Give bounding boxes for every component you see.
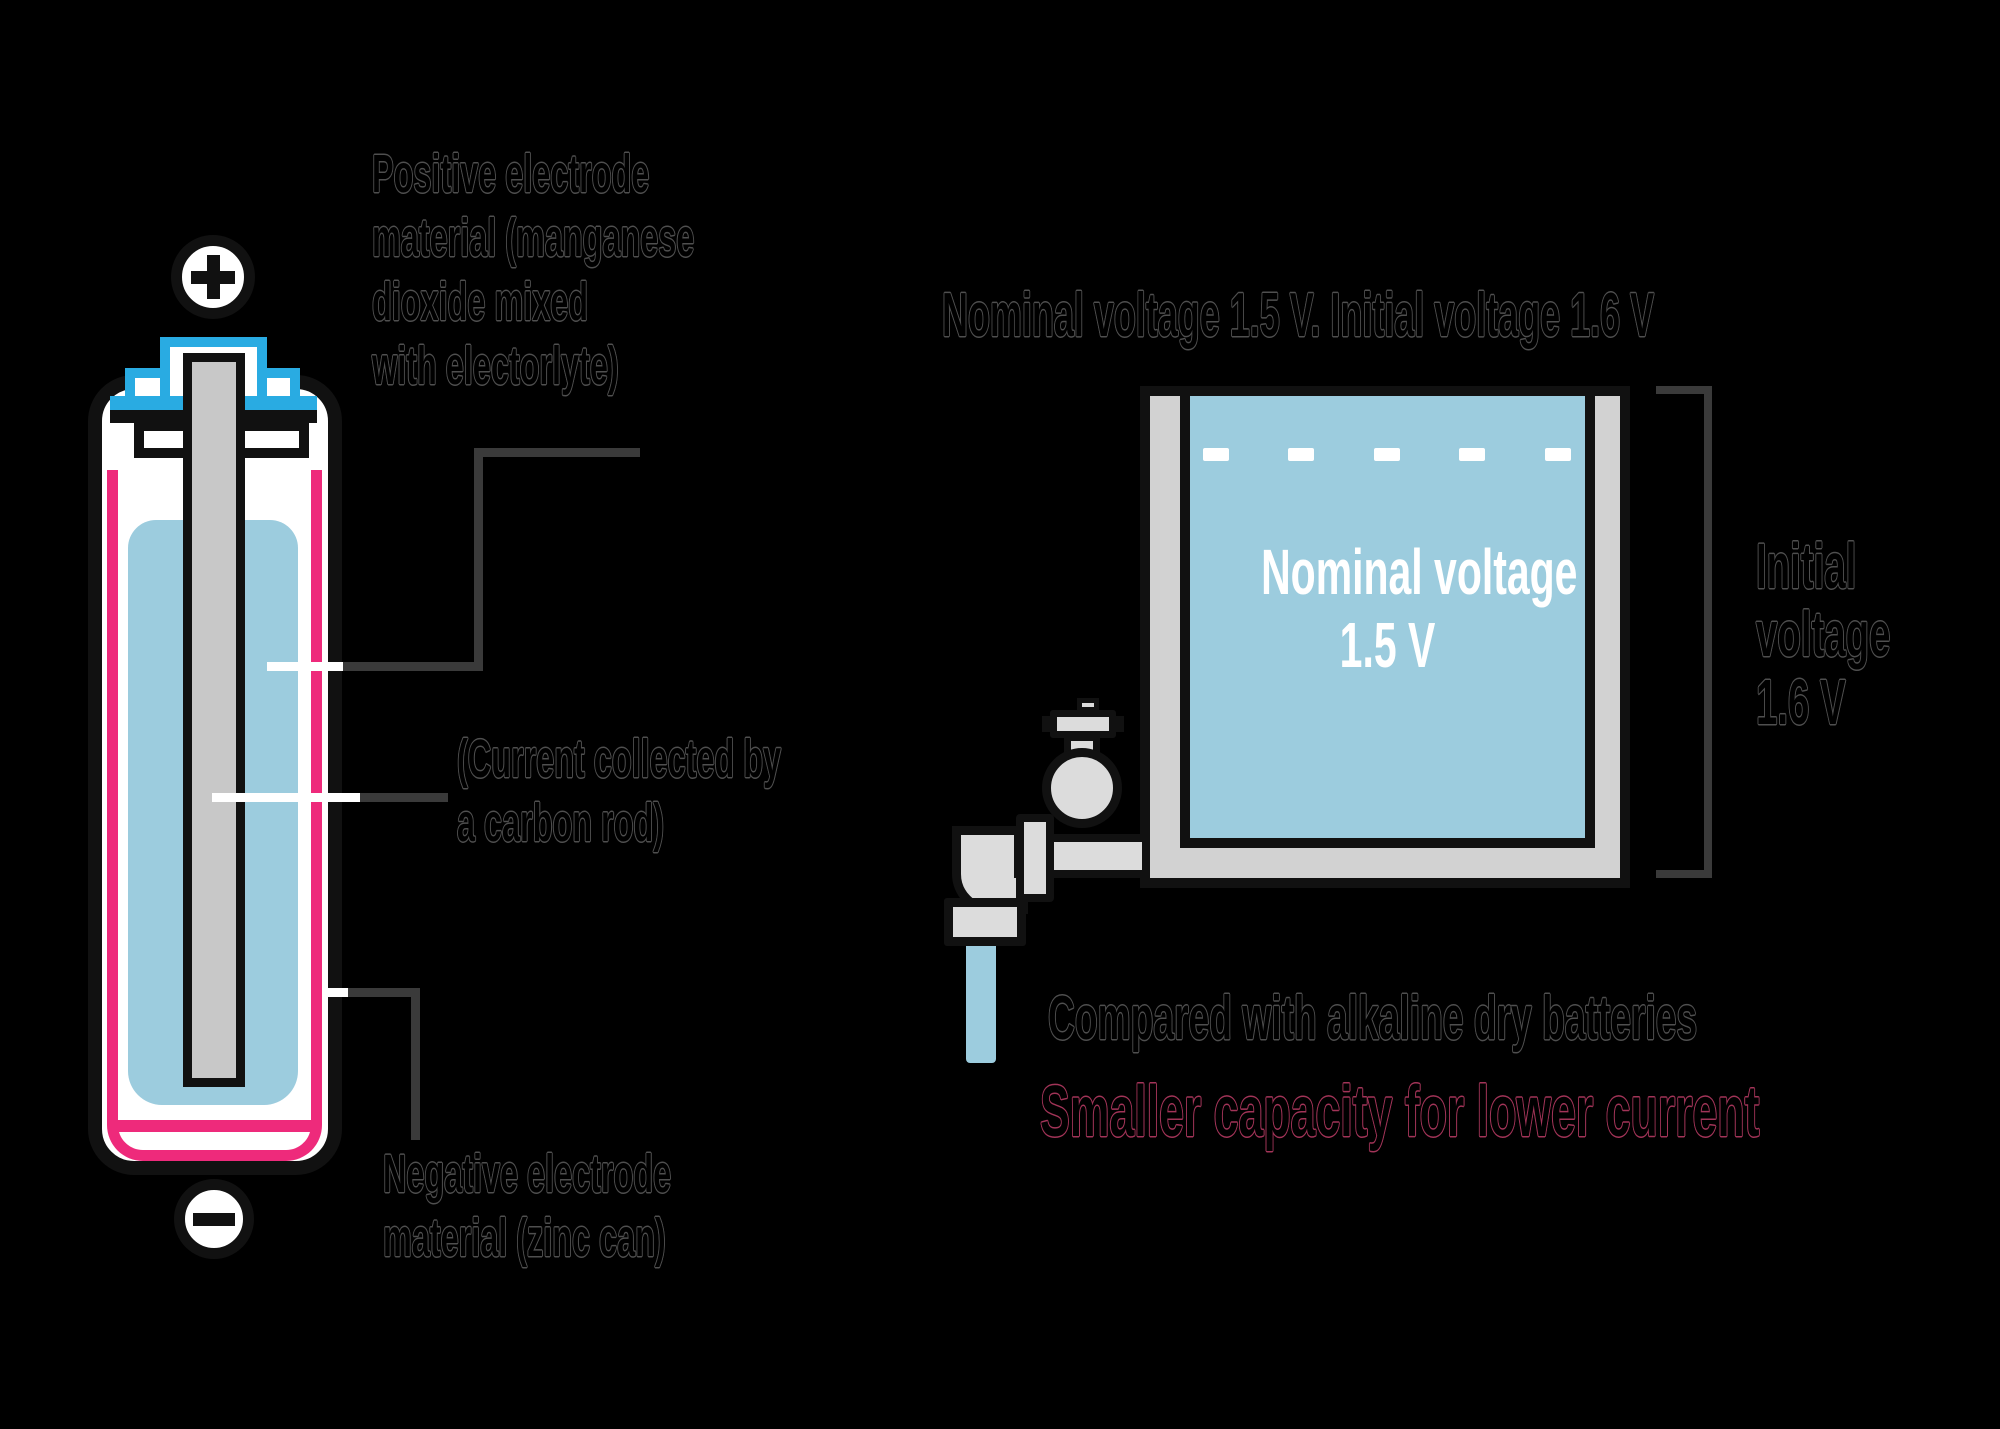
tank-voltage-label: Nominal voltage 1.5 V [1261, 536, 1578, 682]
initial-bracket-top [1656, 386, 1712, 394]
label-line: dioxide mixed [372, 272, 589, 332]
label-line: 1.6 V [1756, 666, 1846, 738]
leader-negative-white [326, 988, 348, 997]
faucet-flange [1016, 814, 1054, 902]
water-level-dash [1374, 448, 1400, 461]
carbon-rod [183, 353, 245, 1087]
minus-icon [193, 1213, 235, 1226]
label-line: with electorlyte) [372, 336, 619, 396]
water-level-dash [1545, 448, 1571, 461]
smaller-capacity-note: Smaller capacity for lower current [1040, 1072, 1760, 1152]
initial-bracket-side [1704, 386, 1712, 878]
faucet-handle-cap-right [1116, 716, 1124, 732]
leader-rod-horizontal [360, 793, 448, 802]
positive-electrode-label: Positive electrode material (manganese d… [372, 142, 694, 398]
label-line: (Current collected by [457, 729, 782, 789]
plus-icon [207, 255, 220, 299]
faucet-handle [1050, 710, 1116, 738]
label-line: material (zinc can) [383, 1208, 666, 1268]
leader-negative-horizontal [348, 988, 420, 997]
label-line: material (manganese [372, 208, 695, 268]
negative-terminal [174, 1179, 254, 1259]
label-line: Negative electrode [383, 1144, 672, 1204]
faucet-handle-cap-left [1042, 716, 1050, 732]
zinc-can-outline [107, 470, 322, 1161]
carbon-rod-label: (Current collected by a carbon rod) [457, 727, 781, 855]
label-line: Nominal voltage [1261, 536, 1578, 608]
leader-positive-top [474, 448, 640, 457]
leader-rod-white [212, 793, 360, 802]
water-level-dash [1459, 448, 1485, 461]
label-line: Initial [1756, 530, 1857, 602]
negative-electrode-label: Negative electrode material (zinc can) [383, 1142, 671, 1270]
analogy-headline: Nominal voltage 1.5 V. Initial voltage 1… [942, 281, 1655, 350]
water-level-dash [1288, 448, 1314, 461]
initial-voltage-label: Initial voltage 1.6 V [1756, 532, 1890, 736]
leader-positive-white [267, 662, 343, 671]
faucet-valve-body [1042, 748, 1122, 828]
leader-positive-horizontal [343, 662, 483, 671]
water-stream [966, 935, 996, 1063]
initial-bracket-bottom [1656, 870, 1712, 878]
leader-negative-vertical [411, 988, 420, 1140]
water-level-dash [1203, 448, 1229, 461]
compared-note: Compared with alkaline dry batteries [1048, 984, 1698, 1053]
label-line: 1.5 V [1339, 609, 1436, 681]
faucet-spout [944, 898, 1026, 946]
leader-positive-vertical [474, 448, 483, 671]
label-line: a carbon rod) [457, 793, 665, 853]
zinc-can-inner-bottom [118, 1120, 311, 1132]
faucet-handle-nub [1077, 698, 1099, 712]
label-line: Positive electrode [372, 144, 650, 204]
label-line: voltage [1756, 598, 1891, 670]
tank-water [1180, 396, 1595, 848]
positive-terminal [171, 235, 255, 319]
